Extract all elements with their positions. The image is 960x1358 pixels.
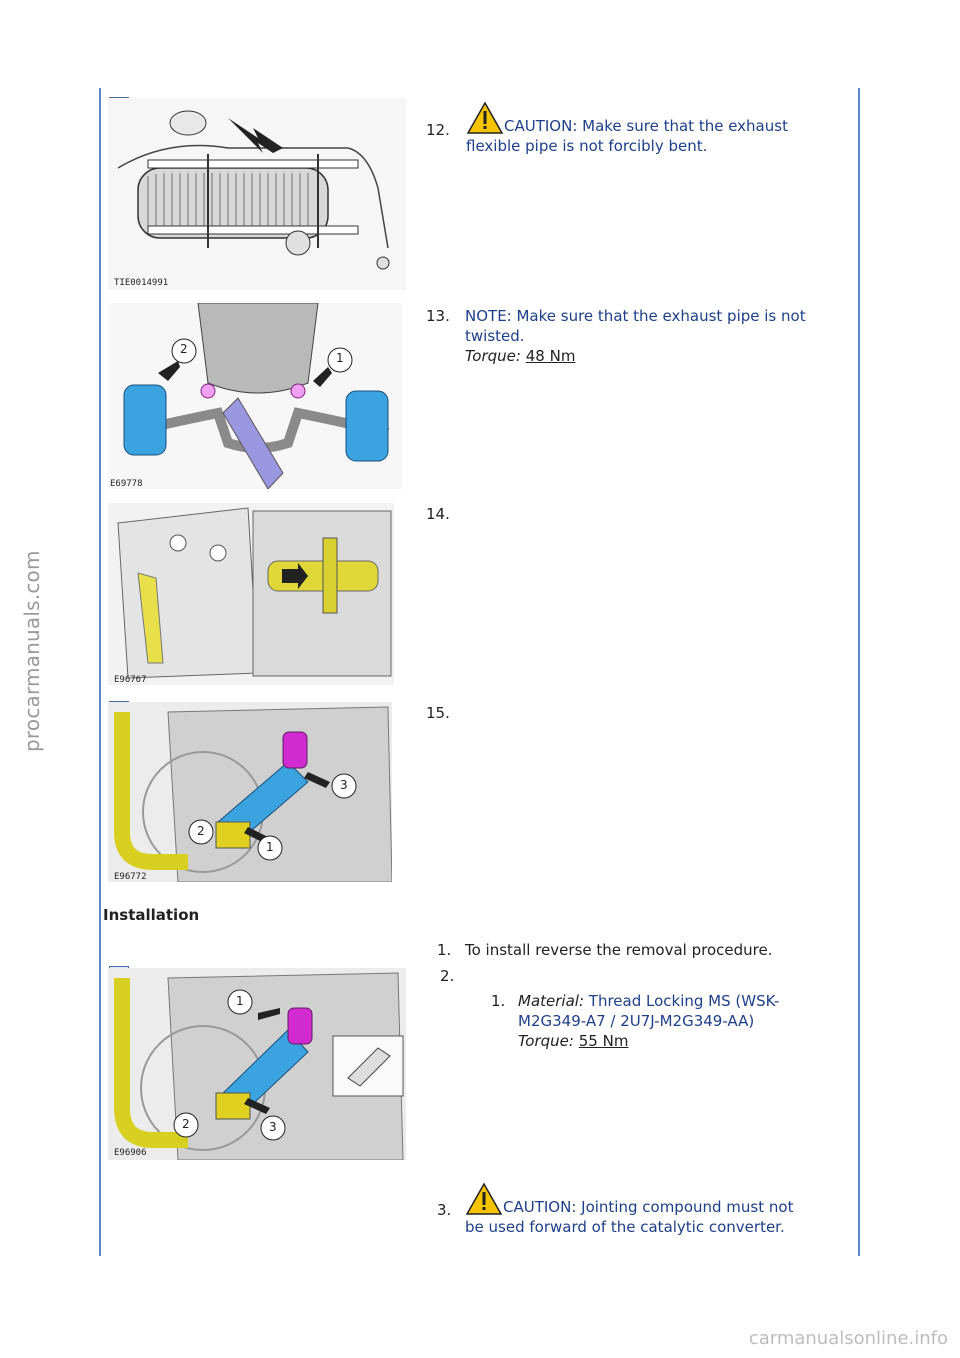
caution-line-1: CAUTION: Make sure that the exhaust <box>504 117 788 135</box>
installation-heading: Installation <box>103 906 200 924</box>
note-line-2: twisted. <box>465 327 525 345</box>
callout-1: 1 <box>236 994 244 1008</box>
footer-watermark: carmanualsonline.info <box>748 1328 948 1349</box>
figure-label: E69778 <box>110 479 143 489</box>
warning-triangle-icon <box>466 101 504 134</box>
material-line-1[interactable]: Thread Locking MS (WSK- <box>588 992 780 1010</box>
note-line-1: NOTE: Make sure that the exhaust pipe is… <box>465 307 806 325</box>
right-frame-line <box>858 88 860 1256</box>
substep-number: 1. <box>491 992 506 1010</box>
step-number: 14. <box>426 505 450 523</box>
step-number: 1. <box>437 941 452 959</box>
figure-exhaust-flex-pipe: TIE0014991 <box>108 98 406 290</box>
figure-install-catalyst: 1 2 3 E96906 <box>108 968 406 1160</box>
step-13-note: NOTE: Make sure that the exhaust pipe is… <box>465 306 850 366</box>
step-number: 13. <box>426 307 450 325</box>
install-step-1-text: To install reverse the removal procedure… <box>465 941 773 959</box>
step-number: 15. <box>426 704 450 722</box>
torque-label: Torque: <box>465 347 521 365</box>
callout-2: 2 <box>180 342 188 356</box>
step-number: 12. <box>426 121 450 139</box>
torque-value[interactable]: 48 Nm <box>525 347 576 365</box>
caution-line-2: be used forward of the catalytic convert… <box>465 1218 785 1236</box>
step-number: 2. <box>440 967 455 985</box>
callout-3: 3 <box>269 1120 277 1134</box>
figure-catalyst-bracket: 3 2 1 E96772 <box>108 702 392 882</box>
step-12-caution: CAUTION: Make sure that the exhaust flex… <box>466 101 846 156</box>
figure-label: E96906 <box>114 1148 147 1158</box>
material-label: Material: <box>518 992 584 1010</box>
material-line-2[interactable]: M2G349-A7 / 2U7J-M2G349-AA) <box>518 1012 755 1030</box>
figure-propshaft: E96767 <box>108 503 394 685</box>
left-frame-line <box>99 88 101 1256</box>
caution-line-2: flexible pipe is not forcibly bent. <box>466 137 708 155</box>
figure-label: E96767 <box>114 675 147 685</box>
figure-exhaust-hangers: 2 1 E69778 <box>108 303 402 489</box>
callout-1: 1 <box>336 351 344 365</box>
figure-label: TIE0014991 <box>114 278 169 288</box>
install-step-3-caution: CAUTION: Jointing compound must not be u… <box>465 1182 850 1237</box>
callout-2: 2 <box>197 824 205 838</box>
torque-value[interactable]: 55 Nm <box>578 1032 629 1050</box>
callout-1: 1 <box>266 840 274 854</box>
warning-triangle-icon <box>465 1182 503 1215</box>
caution-line-1: CAUTION: Jointing compound must not <box>503 1198 794 1216</box>
callout-2: 2 <box>182 1117 190 1131</box>
install-step-2-material: Material: Thread Locking MS (WSK- M2G349… <box>518 991 838 1051</box>
step-number: 3. <box>437 1201 452 1219</box>
sidebar-site-text: procarmanuals.com <box>20 550 44 752</box>
torque-label: Torque: <box>518 1032 574 1050</box>
figure-label: E96772 <box>114 872 147 882</box>
callout-3: 3 <box>340 778 348 792</box>
